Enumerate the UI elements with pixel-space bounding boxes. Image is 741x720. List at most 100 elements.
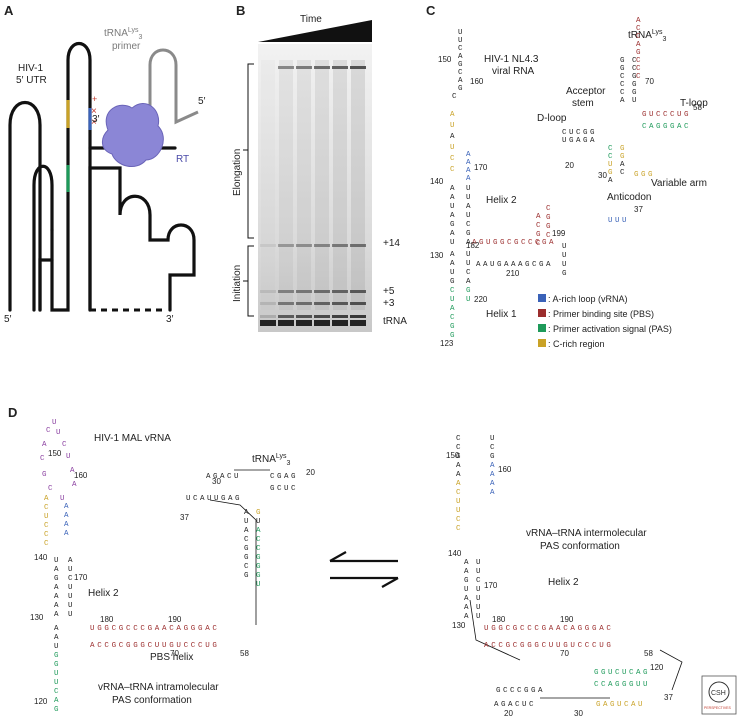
right-pas-top-nt: U bbox=[622, 669, 627, 677]
helix2-label-c: Helix 2 bbox=[486, 195, 517, 206]
initiation-label: Initiation bbox=[232, 265, 243, 302]
trna-intra-d: C bbox=[277, 485, 282, 493]
right-vrna-left: C bbox=[456, 516, 461, 524]
gel-band bbox=[260, 320, 276, 326]
viral-stem-right: A bbox=[466, 203, 471, 211]
viral-right-nt: U bbox=[562, 261, 567, 269]
gel-band bbox=[260, 290, 276, 293]
gel-band bbox=[350, 315, 366, 318]
viral-stem-left: C bbox=[450, 155, 455, 163]
pbs-stem-nt: C bbox=[536, 222, 541, 230]
right-pbs-bottom-nt: G bbox=[520, 642, 525, 650]
position-number: 220 bbox=[474, 295, 488, 304]
acceptor-label-1: Acceptor bbox=[566, 86, 606, 97]
trna-intra-nt: U bbox=[256, 581, 261, 589]
gel-lane bbox=[351, 60, 365, 310]
pbs-helix-bottom-nt: G bbox=[133, 642, 138, 650]
hiv-label-1: HIV-1 bbox=[18, 63, 43, 74]
viral-stem-left: U bbox=[450, 239, 455, 247]
gel-band-top bbox=[314, 66, 330, 69]
viral-stem-right: U bbox=[466, 194, 471, 202]
right-pas-bottom-nt: G bbox=[622, 681, 627, 689]
variable-arm-label: Variable arm bbox=[651, 178, 707, 189]
mal-lower-nt: A bbox=[54, 625, 59, 633]
right-pbs-top-nt: G bbox=[491, 625, 496, 633]
svg-text:×: × bbox=[91, 117, 97, 128]
trna-intra-nt: A bbox=[256, 527, 261, 535]
right-vrna-right: A bbox=[490, 471, 495, 479]
right-trna-crich-nt: G bbox=[610, 701, 615, 709]
mal-a-rich-nt: A bbox=[64, 503, 69, 511]
right-pbs-bottom-nt: G bbox=[606, 642, 611, 650]
right-trna-5-nt: G bbox=[496, 687, 501, 695]
right-pbs-bottom-nt: G bbox=[527, 642, 532, 650]
legend-swatch-a-rich bbox=[538, 294, 546, 302]
pbs-helix-top-nt: A bbox=[162, 625, 167, 633]
hairpin-lower-right bbox=[88, 166, 196, 312]
pbs-helix-top-nt: G bbox=[184, 625, 189, 633]
right-vrna-left: A bbox=[456, 480, 461, 488]
pbs-helix-bottom-nt: U bbox=[155, 642, 160, 650]
pbs-nt: A bbox=[472, 239, 477, 247]
viral-bottom-nt: G bbox=[539, 261, 544, 269]
viral-bottom-nt: A bbox=[504, 261, 509, 269]
right-pbs-top-nt: G bbox=[592, 625, 597, 633]
trna-intra-d: A bbox=[284, 473, 289, 481]
viral-loop-nt: A bbox=[458, 77, 463, 85]
mal-lower-nt: G bbox=[54, 706, 59, 714]
legend-label-c-rich: : C-rich region bbox=[548, 339, 605, 349]
right-trna-crich-nt: U bbox=[638, 701, 643, 709]
trna-intra-nt: U bbox=[256, 518, 261, 526]
position-number: 130 bbox=[30, 613, 44, 622]
mal-lower-nt: U bbox=[54, 643, 59, 651]
mal-loop-nt: A bbox=[42, 441, 47, 449]
right-pas-bottom-nt: C bbox=[594, 681, 599, 689]
pbs-stem-nt: G bbox=[546, 214, 551, 222]
right-vrna-left: C bbox=[456, 525, 461, 533]
legend-swatch-pbs bbox=[538, 309, 546, 317]
gel-band bbox=[350, 302, 366, 305]
trna-d-arm: C bbox=[576, 129, 581, 137]
gel-band-top bbox=[296, 66, 312, 69]
viral-stem-left: A bbox=[450, 230, 455, 238]
right-pbs-top-nt: G bbox=[513, 625, 518, 633]
viral-lower: C bbox=[450, 287, 455, 295]
pbs-nt: C bbox=[535, 239, 540, 247]
right-stem-right: U bbox=[476, 568, 481, 576]
trna-intra-top: G bbox=[213, 473, 218, 481]
gel-band bbox=[278, 290, 294, 293]
mal-title: HIV-1 MAL vRNA bbox=[94, 433, 171, 444]
pbs-helix-top-nt: G bbox=[97, 625, 102, 633]
right-vrna-right: U bbox=[490, 435, 495, 443]
right-pbs-bottom-nt: C bbox=[513, 642, 518, 650]
trna-t-arm: U bbox=[649, 111, 654, 119]
right-pbs-top-nt: U bbox=[484, 625, 489, 633]
position-number: 58 bbox=[693, 103, 702, 112]
position-number: 70 bbox=[560, 649, 569, 658]
pbs-helix-top-nt: A bbox=[205, 625, 210, 633]
right-vrna-left: C bbox=[456, 444, 461, 452]
viral-stem-left: A bbox=[450, 212, 455, 220]
pbs-helix-bottom-nt: U bbox=[205, 642, 210, 650]
right-stem-left: G bbox=[464, 577, 469, 585]
trna-anticodon-stem: G bbox=[620, 145, 625, 153]
right-pas-top-nt: G bbox=[594, 669, 599, 677]
right-pbs-top-nt: C bbox=[534, 625, 539, 633]
pbs-helix-top-nt: G bbox=[191, 625, 196, 633]
trna-acceptor-right: G bbox=[632, 89, 637, 97]
right-pbs-top-nt: C bbox=[563, 625, 568, 633]
trna-t-arm: G bbox=[642, 111, 647, 119]
trna-acceptor-nt: C bbox=[636, 33, 641, 41]
mal-loop-nt: C bbox=[62, 441, 67, 449]
trna-intra-anticodon: A bbox=[228, 495, 233, 503]
trna-acceptor-nt: C bbox=[636, 25, 641, 33]
panel-d-left-backbone bbox=[209, 469, 270, 625]
trna-intra-anticodon: A bbox=[200, 495, 205, 503]
helix1-label-c: Helix 1 bbox=[486, 309, 517, 320]
panel-b-letter: B bbox=[236, 3, 245, 18]
gel-band bbox=[260, 244, 276, 247]
mal-loop-nt: U bbox=[52, 419, 57, 427]
position-number: 70 bbox=[645, 77, 654, 86]
viral-stem-right: U bbox=[466, 212, 471, 220]
mal-loop-nt: C bbox=[48, 485, 53, 493]
